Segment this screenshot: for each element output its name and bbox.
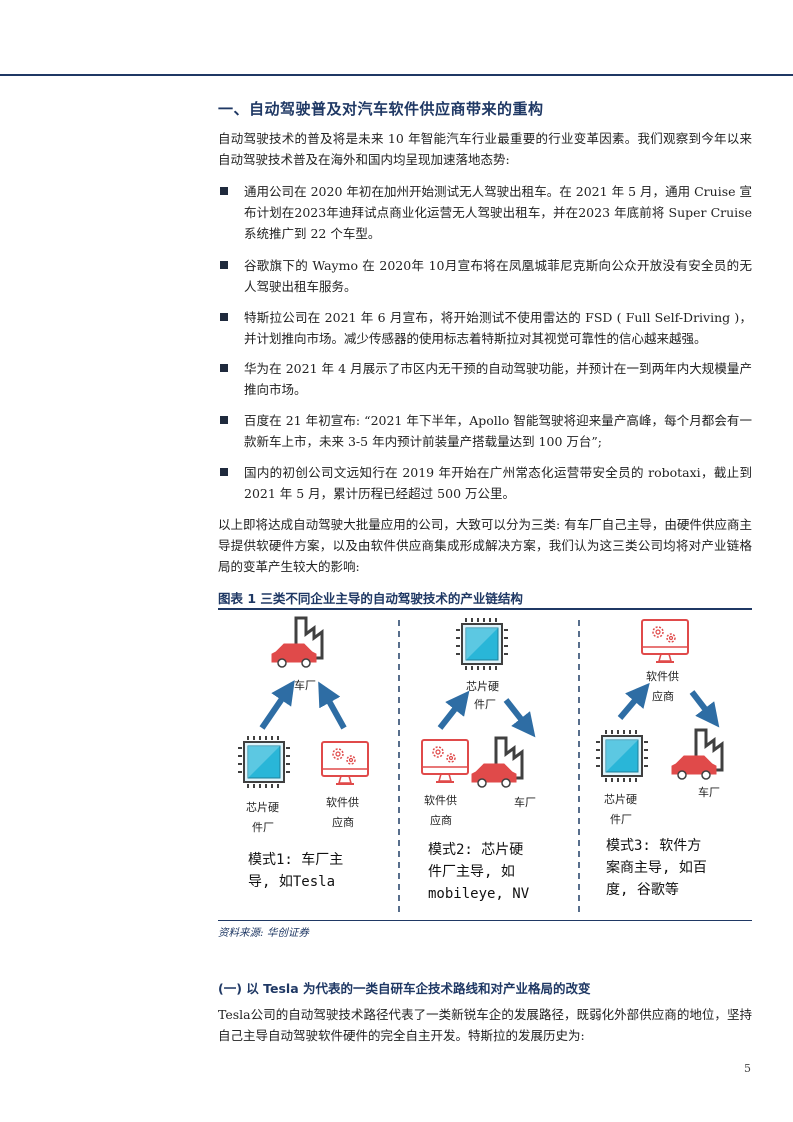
factory-car-icon — [470, 736, 524, 789]
bullet-square-icon — [220, 364, 228, 372]
arrow-up-icon — [259, 680, 295, 730]
bullet-item: 国内的初创公司文远知行在 2019 年开始在广州常态化运营带安全员的 robot… — [218, 462, 752, 504]
panel-3-left-label-line1: 芯片硬 — [604, 792, 637, 806]
panel-3-mode-line1: 模式3: 软件方 — [606, 838, 701, 854]
chip-icon — [595, 729, 649, 783]
panel-2-mode-line3: mobileye, NV — [428, 886, 530, 902]
monitor-gear-icon — [641, 619, 689, 663]
industry-chain-diagram: 车厂 芯片硬 件厂 软件供 应商 模式1: 车厂主 导, 如Tesla 芯片硬 … — [237, 616, 724, 912]
bullet-text: 特斯拉公司在 2021 年 6 月宣布，将开始测试不使用雷达的 FSD ( Fu… — [244, 310, 752, 346]
panel-2-mode-line1: 模式2: 芯片硬 — [428, 842, 523, 858]
bullet-item: 通用公司在 2020 年初在加州开始测试无人驾驶出租车。在 2021 年 5 月… — [218, 181, 752, 244]
chip-icon — [237, 735, 291, 789]
panel-2-mode-line2: 件厂主导, 如 — [428, 864, 515, 880]
bullet-square-icon — [220, 313, 228, 321]
section-title: 一、自动驾驶普及对汽车软件供应商带来的重构 — [218, 100, 544, 118]
panel-1-mode-line1: 模式1: 车厂主 — [248, 851, 343, 868]
chip-icon — [455, 617, 509, 671]
panel-2-right-label: 车厂 — [514, 795, 536, 809]
panel-2-left-label-line1: 软件供 — [424, 793, 457, 807]
header-rule — [0, 74, 793, 76]
bullet-square-icon — [220, 187, 228, 195]
panel-3-top-label-line1: 软件供 — [646, 669, 679, 683]
bullet-text: 华为在 2021 年 4 月展示了市区内无干预的自动驾驶功能，并预计在一到两年内… — [244, 361, 752, 397]
figure-title: 图表 1 三类不同企业主导的自动驾驶技术的产业链结构 — [218, 591, 523, 606]
bullet-square-icon — [220, 468, 228, 476]
bullet-square-icon — [220, 416, 228, 424]
factory-car-icon — [670, 728, 724, 781]
panel-3: 软件供 应商 芯片硬 件厂 车厂 模式3: 软件方 案商主导, 如百 度, 谷歌… — [595, 619, 724, 898]
panel-1-left-label-line2: 件厂 — [252, 821, 274, 834]
factory-car-icon — [270, 616, 324, 669]
panel-2: 芯片硬 件厂 软件供 应商 车厂 模式2: 芯片硬 件厂主导, 如 mobile… — [421, 617, 536, 902]
figure-top-rule — [218, 608, 752, 610]
bullet-square-icon — [220, 261, 228, 269]
monitor-gear-icon — [421, 739, 469, 783]
summary-paragraph: 以上即将达成自动驾驶大批量应用的公司，大致可以分为三类: 有车厂自己主导，由硬件… — [218, 517, 752, 574]
panel-3-mode-line2: 案商主导, 如百 — [606, 859, 707, 876]
subsection-title: (一) 以 Tesla 为代表的一类自研车企技术路线和对产业格局的改变 — [218, 981, 591, 996]
panel-3-mode-line3: 度, 谷歌等 — [606, 881, 679, 898]
panel-3-top-label-line2: 应商 — [652, 689, 674, 703]
figure-source: 资料来源: 华创证券 — [218, 927, 309, 939]
panel-1-mode-line2: 导, 如Tesla — [248, 874, 335, 890]
arrow-up-icon — [318, 681, 347, 730]
panel-2-top-label-line1: 芯片硬 — [466, 679, 499, 693]
bullet-item: 谷歌旗下的 Waymo 在 2020年 10月宣布将在凤凰城菲尼克斯向公众开放没… — [218, 255, 752, 297]
bullet-text: 通用公司在 2020 年初在加州开始测试无人驾驶出租车。在 2021 年 5 月… — [244, 184, 752, 241]
bullet-item: 特斯拉公司在 2021 年 6 月宣布，将开始测试不使用雷达的 FSD ( Fu… — [218, 307, 752, 349]
intro-paragraph: 自动驾驶技术的普及将是未来 10 年智能汽车行业最重要的行业变革因素。我们观察到… — [218, 131, 752, 167]
bullet-text: 国内的初创公司文远知行在 2019 年开始在广州常态化运营带安全员的 robot… — [244, 465, 752, 501]
bullet-text: 百度在 21 年初宣布: “2021 年下半年，Apollo 智能驾驶将迎来量产… — [244, 413, 752, 449]
panel-1-left-label-line1: 芯片硬 — [246, 800, 279, 814]
panel-1: 车厂 芯片硬 件厂 软件供 应商 模式1: 车厂主 导, 如Tesla — [237, 616, 369, 890]
monitor-gear-icon — [321, 741, 369, 785]
bullet-item: 百度在 21 年初宣布: “2021 年下半年，Apollo 智能驾驶将迎来量产… — [218, 410, 752, 452]
arrow-up-icon — [437, 690, 470, 730]
panel-3-right-label: 车厂 — [698, 785, 720, 799]
panel-1-right-label-line2: 应商 — [332, 815, 354, 829]
arrow-down-icon — [503, 698, 536, 738]
panel-3-left-label-line2: 件厂 — [610, 813, 632, 826]
bullet-item: 华为在 2021 年 4 月展示了市区内无干预的自动驾驶功能，并预计在一到两年内… — [218, 358, 752, 400]
panel-1-top-label: 车厂 — [294, 678, 316, 692]
arrow-down-icon — [689, 690, 720, 728]
panel-1-right-label-line1: 软件供 — [326, 795, 359, 809]
tesla-paragraph: Tesla公司的自动驾驶技术路径代表了一类新锐车企的发展路径，既弱化外部供应商的… — [218, 1007, 752, 1043]
panel-2-left-label-line2: 应商 — [430, 813, 452, 827]
panel-2-top-label-line2: 件厂 — [474, 698, 496, 711]
bullet-text: 谷歌旗下的 Waymo 在 2020年 10月宣布将在凤凰城菲尼克斯向公众开放没… — [244, 258, 752, 294]
arrow-up-icon — [617, 682, 650, 720]
figure-bottom-rule — [218, 920, 752, 921]
page-number: 5 — [744, 1062, 751, 1075]
